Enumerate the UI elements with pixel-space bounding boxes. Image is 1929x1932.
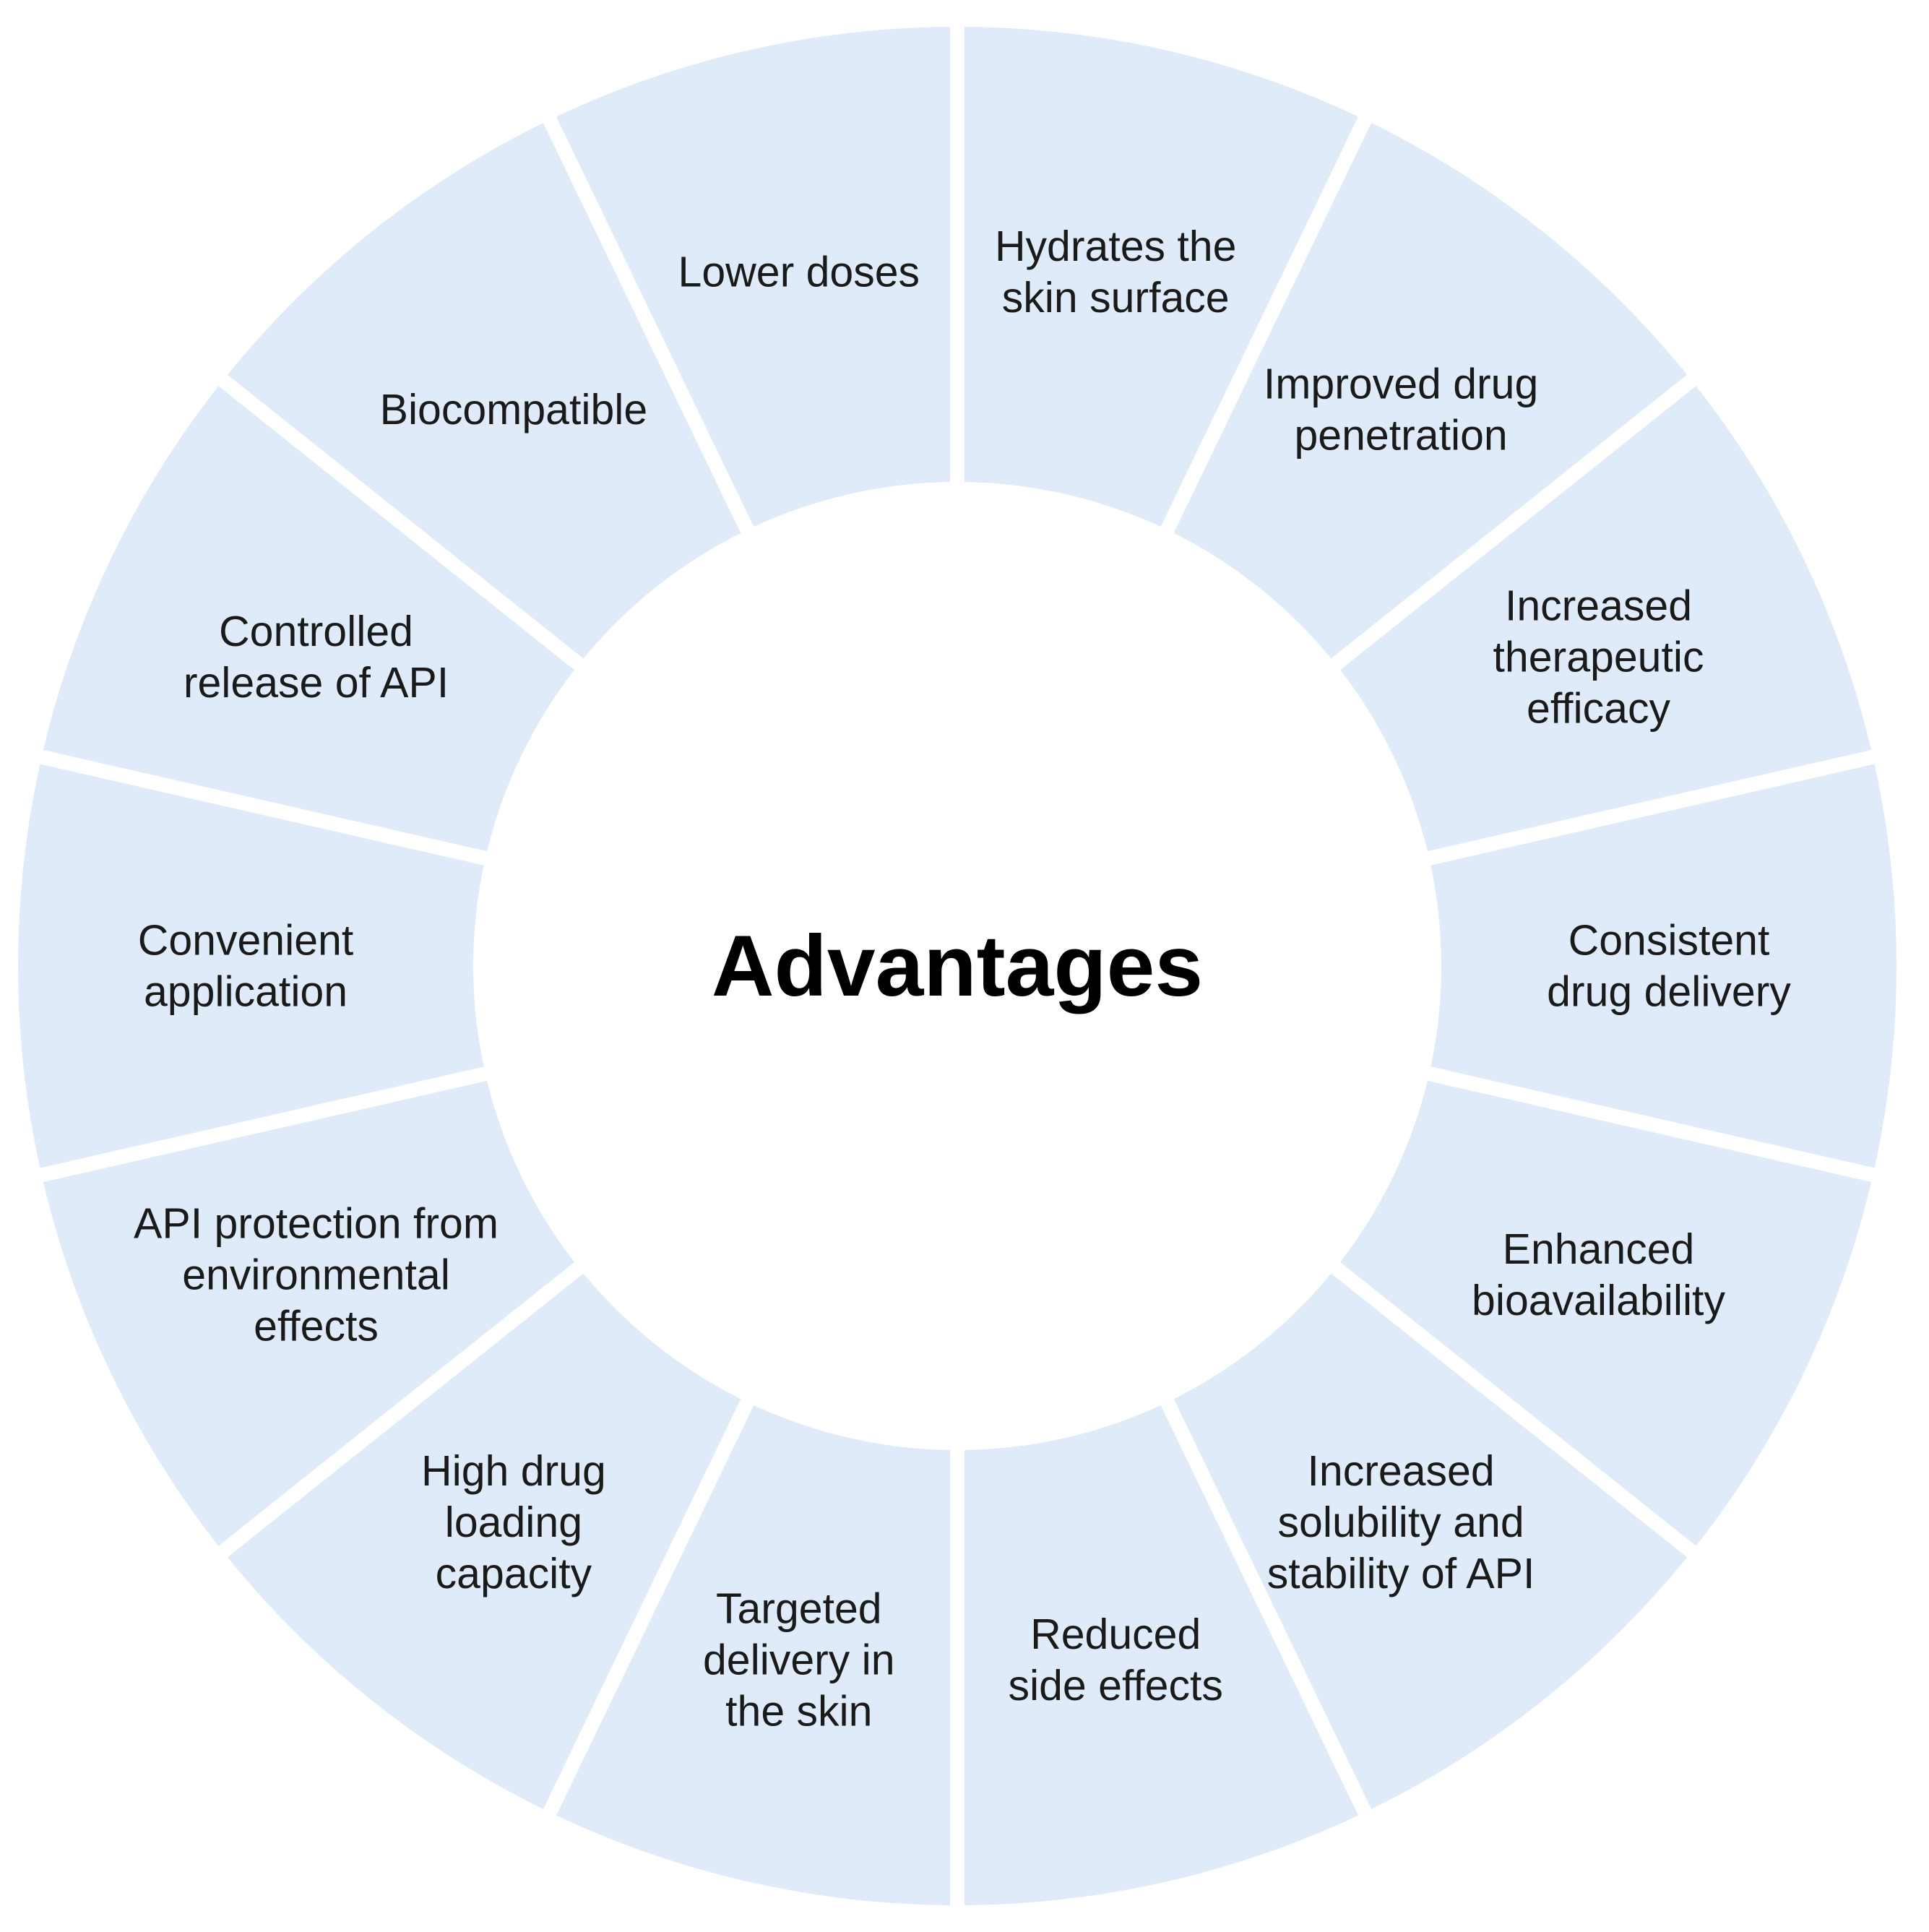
segment-increased-therapeutic-efficacy — [1319, 366, 1889, 869]
segment-label-line: Convenient — [138, 917, 354, 965]
segment-label-lower-doses: Lower doses — [678, 249, 920, 296]
segment-api-protection-from-environmental-effects — [25, 1063, 595, 1566]
segment-label-line: capacity — [436, 1550, 592, 1597]
segment-controlled-release-of-api — [25, 366, 595, 869]
segment-label-line: Hydrates the — [995, 223, 1237, 270]
segment-label-line: efficacy — [1527, 685, 1670, 733]
segment-increased-solubility-and-stability-of-api — [1155, 1253, 1708, 1829]
segment-hydrates-the-skin-surface — [950, 12, 1378, 546]
segment-label-line: loading — [445, 1498, 582, 1546]
segment-label-line: effects — [254, 1302, 379, 1350]
segment-enhanced-bioavailability — [1319, 1063, 1889, 1566]
segment-label-line: stability of API — [1267, 1550, 1535, 1597]
segment-label-line: delivery in — [703, 1636, 895, 1683]
segment-label-line: drug delivery — [1547, 968, 1791, 1016]
segment-label-line: penetration — [1294, 411, 1507, 459]
segment-label-line: Targeted — [716, 1584, 882, 1632]
segment-consistent-drug-delivery — [1413, 746, 1912, 1186]
segment-label-line: API protection from — [134, 1199, 499, 1247]
segment-targeted-delivery-in-the-skin — [537, 1386, 964, 1920]
segment-label-line: Lower doses — [678, 249, 920, 296]
segment-label-line: Reduced — [1030, 1610, 1201, 1658]
segment-label-line: Increased — [1505, 582, 1692, 630]
segment-label-line: High drug — [421, 1447, 606, 1495]
segment-label-line: Enhanced — [1503, 1225, 1695, 1273]
segment-label-line: environmental — [182, 1251, 450, 1298]
segment-label-line: skin surface — [1002, 274, 1230, 322]
segment-label-biocompatible: Biocompatible — [380, 386, 648, 434]
segment-convenient-application — [4, 746, 501, 1186]
segment-biocompatible — [207, 103, 760, 679]
wheel-segments — [4, 12, 1912, 1920]
segment-label-line: Increased — [1308, 1447, 1495, 1495]
segment-high-drug-loading-capacity — [207, 1253, 760, 1829]
segment-lower-doses — [537, 12, 964, 546]
segment-label-line: the skin — [725, 1687, 872, 1735]
segment-label-line: Controlled — [219, 608, 413, 655]
segment-label-line: therapeutic — [1493, 634, 1704, 681]
segment-label-line: application — [144, 968, 348, 1016]
segment-label-line: Biocompatible — [380, 386, 648, 434]
segment-improved-drug-penetration — [1155, 103, 1708, 679]
center-title: Advantages — [712, 918, 1203, 1014]
segment-label-line: side effects — [1009, 1662, 1223, 1709]
segment-reduced-side-effects — [950, 1386, 1378, 1920]
segment-label-line: solubility and — [1278, 1498, 1524, 1546]
segment-label-line: Improved drug — [1264, 360, 1538, 407]
segment-label-line: bioavailability — [1472, 1277, 1725, 1324]
segment-label-line: Consistent — [1568, 917, 1770, 965]
segment-label-line: release of API — [184, 659, 449, 707]
